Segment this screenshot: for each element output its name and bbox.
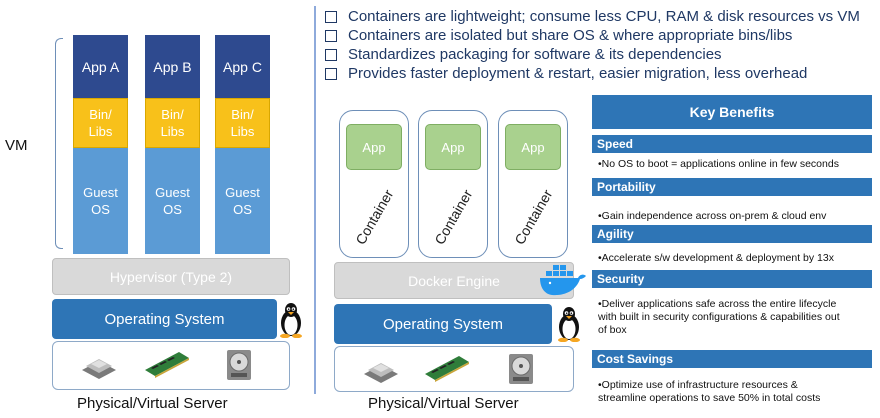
bullet-text: Provides faster deployment & restart, ea… [348, 65, 808, 82]
linux-tux-icon [556, 306, 582, 343]
bullet-item: Standardizes packaging for software & it… [325, 45, 877, 64]
container-box-1: App Container [339, 110, 409, 258]
vm-guest-b: Guest OS [145, 148, 200, 254]
benefit-cost-savings-text: •Optimize use of infrastructure resource… [598, 379, 821, 404]
benefit-agility-header: Agility [592, 225, 872, 243]
container-app-2: App [425, 124, 481, 170]
benefit-cost-savings-header: Cost Savings [592, 350, 872, 368]
vm-app-a: App A [73, 35, 128, 98]
checkbox-icon [325, 10, 337, 23]
container-server-label: Physical/Virtual Server [368, 395, 519, 412]
container-app-3: App [505, 124, 561, 170]
linux-tux-icon [278, 302, 304, 339]
container-label-3: Container [510, 186, 556, 248]
cpu-chip-icon [364, 363, 398, 383]
vm-guest-a: Guest OS [73, 148, 128, 254]
vm-bracket [55, 38, 63, 249]
vm-bins-b: Bin/ Libs [145, 98, 200, 148]
bullet-item: Containers are lightweight; consume less… [325, 7, 877, 26]
vm-guest-c: Guest OS [215, 148, 270, 254]
vm-bins-a: Bin/ Libs [73, 98, 128, 148]
checkbox-icon [325, 67, 337, 80]
benefit-portability-text: •Gain independence across on-prem & clou… [598, 210, 827, 222]
checkbox-icon [325, 29, 337, 42]
ram-module-icon [425, 356, 469, 382]
vm-operating-system-layer: Operating System [52, 299, 277, 339]
benefit-speed-text: •No OS to boot = applications online in … [598, 158, 839, 170]
vm-app-b: App B [145, 35, 200, 98]
container-label-1: Container [351, 186, 397, 248]
benefit-security-text: •Deliver applications safe across the en… [598, 298, 840, 336]
checkbox-icon [325, 48, 337, 61]
benefit-portability-header: Portability [592, 178, 872, 196]
bullet-text: Containers are lightweight; consume less… [348, 8, 860, 25]
key-benefits-title: Key Benefits [592, 95, 872, 129]
bullet-item: Provides faster deployment & restart, ea… [325, 64, 877, 83]
hypervisor-layer: Hypervisor (Type 2) [52, 258, 290, 295]
vm-server-label: Physical/Virtual Server [77, 395, 228, 412]
container-server-box [334, 346, 574, 392]
bullet-item: Containers are isolated but share OS & w… [325, 26, 877, 45]
vm-label: VM [5, 137, 28, 154]
vm-bins-c: Bin/ Libs [215, 98, 270, 148]
vm-server-box [52, 341, 290, 390]
hard-disk-icon [227, 350, 251, 380]
hard-disk-icon [509, 354, 533, 384]
bullet-text: Containers are isolated but share OS & w… [348, 27, 793, 44]
ram-module-icon [145, 352, 189, 378]
benefit-speed-header: Speed [592, 135, 872, 153]
benefit-bullets: Containers are lightweight; consume less… [325, 7, 877, 83]
benefit-agility-text: •Accelerate s/w development & deployment… [598, 252, 834, 264]
container-label-2: Container [430, 186, 476, 248]
benefit-security-header: Security [592, 270, 872, 288]
container-box-2: App Container [418, 110, 488, 258]
cpu-chip-icon [82, 359, 116, 379]
container-box-3: App Container [498, 110, 568, 258]
bullet-text: Standardizes packaging for software & it… [348, 46, 722, 63]
docker-engine-layer: Docker Engine [334, 262, 574, 299]
container-operating-system-layer: Operating System [334, 304, 552, 344]
vm-app-c: App C [215, 35, 270, 98]
section-divider [314, 6, 316, 394]
container-app-1: App [346, 124, 402, 170]
docker-whale-icon [538, 263, 588, 299]
